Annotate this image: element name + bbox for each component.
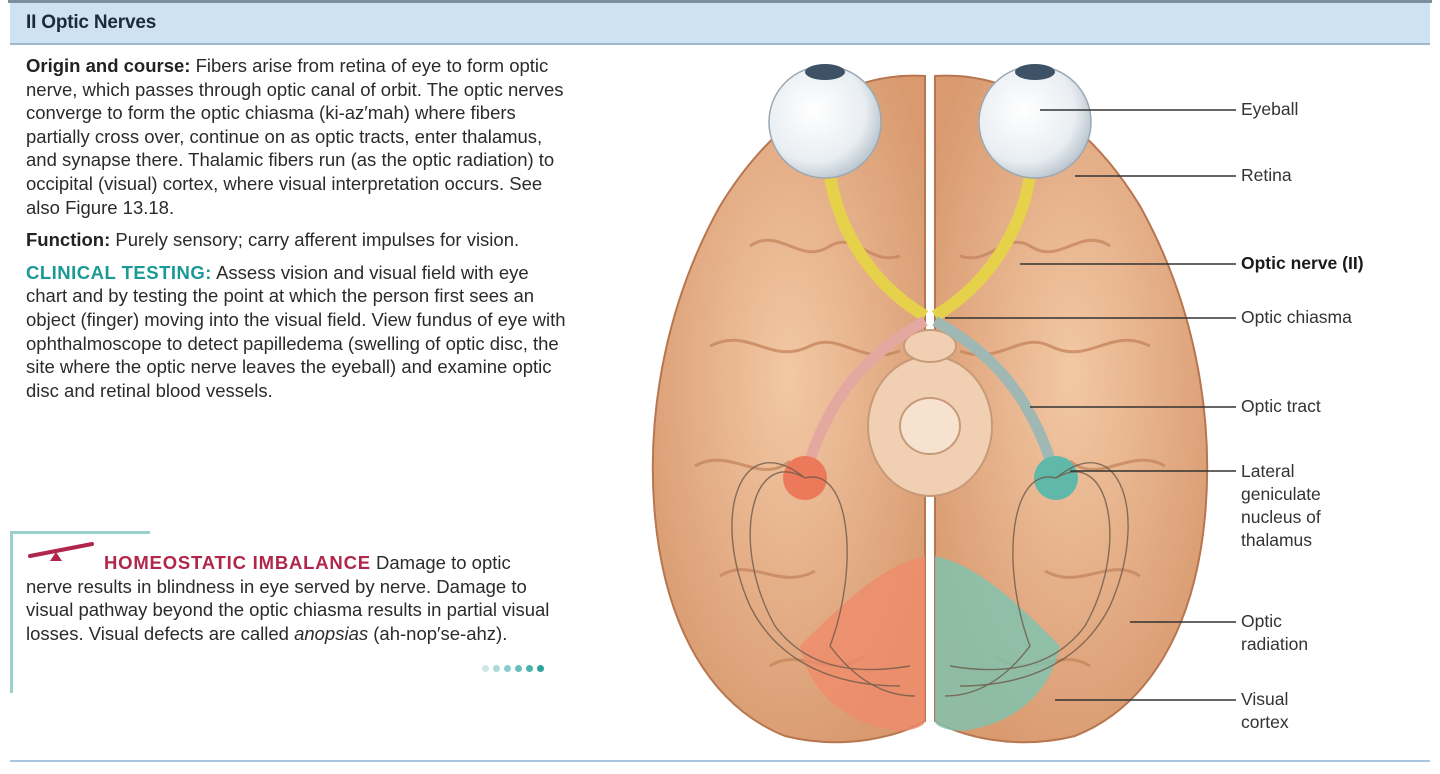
origin-label: Origin and course: [26,55,191,76]
clinical-paragraph: CLINICAL TESTING: Assess vision and visu… [26,261,566,403]
imbalance-label: HOMEOSTATIC IMBALANCE [104,552,371,573]
pituitary [903,329,957,363]
label-visual-cortex: Visual cortex [1241,688,1289,734]
label-optic-nerve: Optic nerve (II) [1241,253,1364,273]
leader-lines [945,109,1236,701]
label-lgn-line3: nucleus of [1241,507,1321,527]
dot [504,665,511,672]
eyeball-left [768,64,882,179]
optic-tract-left [799,316,928,478]
imbalance-term: anopsias [294,622,369,644]
clinical-label: CLINICAL TESTING: [26,261,212,283]
brain-illustration [651,64,1236,744]
origin-text: Fibers arise from retina of eye to form … [26,55,564,218]
visual-cortex-right [935,556,1060,731]
function-paragraph: Function: Purely sensory; carry afferent… [26,228,566,252]
box-border-top [10,531,150,534]
label-radiation-line1: Optic [1241,611,1282,631]
visual-cortex-left [800,556,925,731]
imbalance-box: HOMEOSTATIC IMBALANCE Damage to optic ne… [10,531,566,695]
imbalance-pronunciation: (ah-nop′se-ahz). [373,622,508,644]
imbalance-text: Damage to optic nerve results in blindne… [26,552,550,644]
optic-radiation-fibers [731,462,1129,697]
label-cortex-line1: Visual [1241,689,1289,709]
text-column: Origin and course: Fibers arise from ret… [26,54,566,411]
seesaw-icon [28,542,94,561]
label-lgn-line4: thalamus [1241,530,1313,550]
function-label: Function: [26,229,111,251]
dot [515,665,522,672]
visual-pathway-figure: Eyeball Retina Optic nerve (II) Optic ch… [600,46,1430,758]
label-lgn-line2: geniculate [1241,484,1321,504]
function-text: Purely sensory; carry afferent impulses … [115,229,520,251]
section-header: II Optic Nerves [10,3,1430,45]
section-title: II Optic Nerves [26,12,157,33]
origin-paragraph: Origin and course: Fibers arise from ret… [26,54,566,219]
label-radiation-line2: radiation [1241,634,1309,654]
box-border-left [10,531,13,693]
eyeball-right [978,64,1092,179]
imbalance-paragraph: HOMEOSTATIC IMBALANCE Damage to optic ne… [26,551,556,645]
label-optic-tract: Optic tract [1241,396,1321,416]
clinical-text: Assess vision and visual field with eye … [26,261,566,401]
dot [482,665,489,672]
optic-nerve-right [931,175,1036,322]
label-optic-radiation: Optic radiation [1241,610,1308,656]
label-cortex-line2: cortex [1241,712,1289,732]
dot [493,665,500,672]
optic-tract-right [932,316,1061,478]
optic-nerve-left [824,175,929,322]
decorative-dots [482,665,544,672]
label-lgn: Lateral geniculate nucleus of thalamus [1241,460,1321,552]
label-eyeball: Eyeball [1241,99,1299,119]
dot [537,665,544,672]
dot [526,665,533,672]
label-lgn-line1: Lateral [1241,461,1295,481]
top-rule [8,0,1432,3]
label-retina: Retina [1241,165,1292,185]
label-optic-chiasma: Optic chiasma [1241,307,1352,327]
bottom-rule [10,760,1430,762]
